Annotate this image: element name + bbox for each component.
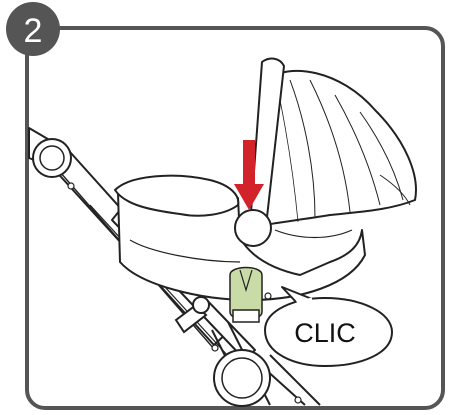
step-badge: 2 [6,2,60,56]
seat-latch-button [235,210,271,246]
step-number: 2 [24,12,43,50]
clic-label: CLIC [294,318,356,348]
